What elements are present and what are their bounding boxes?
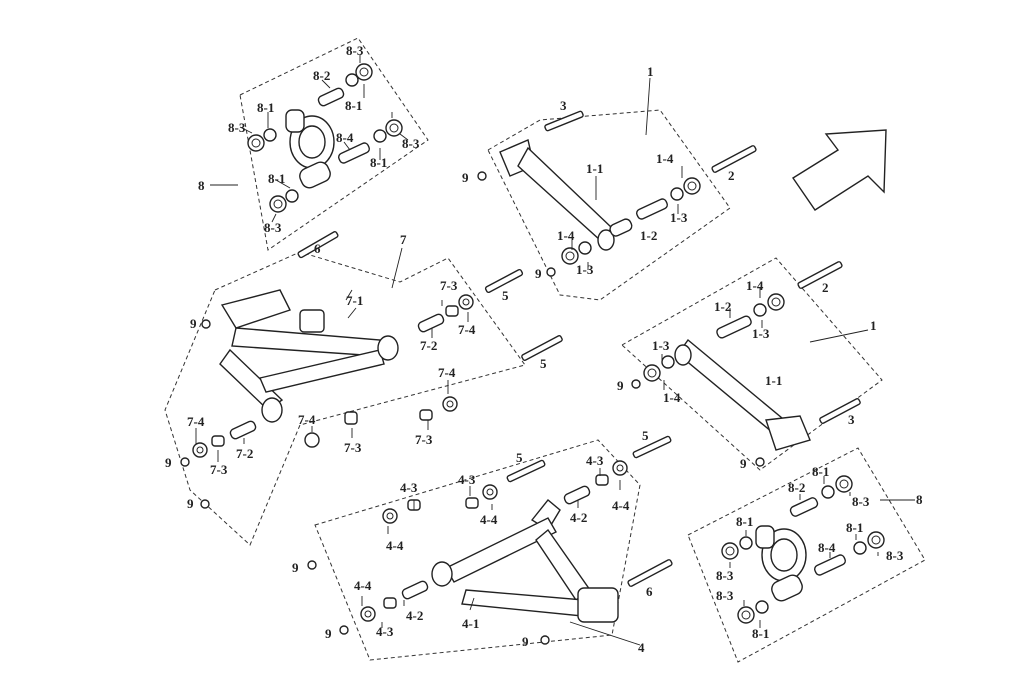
label-7-4-d: 7-4 bbox=[298, 412, 316, 427]
label-2-right: 2 bbox=[822, 280, 829, 295]
label-8-1-h: 8-1 bbox=[752, 626, 769, 641]
label-8-3-a: 8-3 bbox=[346, 43, 364, 58]
label-1-1-top: 1-1 bbox=[586, 161, 603, 176]
label-9-bottom-a: 9 bbox=[292, 560, 299, 575]
label-8-3-e: 8-3 bbox=[852, 494, 870, 509]
label-7-4-a: 7-4 bbox=[458, 322, 476, 337]
label-8-2: 8-2 bbox=[313, 68, 330, 83]
label-8-1-b: 8-1 bbox=[257, 100, 274, 115]
label-5-d: 5 bbox=[516, 450, 523, 465]
label-8-2-b: 8-2 bbox=[788, 480, 805, 495]
group-7 bbox=[164, 231, 563, 546]
label-9-left-b: 9 bbox=[165, 455, 172, 470]
label-8-4-b: 8-4 bbox=[818, 540, 836, 555]
label-8-1-g: 8-1 bbox=[846, 520, 863, 535]
label-7-4-b: 7-4 bbox=[438, 365, 456, 380]
label-7-1: 7-1 bbox=[346, 293, 363, 308]
label-7-3-d: 7-3 bbox=[210, 462, 228, 477]
forward-direction-arrow-icon bbox=[792, 129, 887, 211]
label-2-top: 2 bbox=[728, 168, 735, 183]
label-4-2-a: 4-2 bbox=[570, 510, 587, 525]
label-4-4-c: 4-4 bbox=[386, 538, 404, 553]
label-8-1-e: 8-1 bbox=[812, 464, 829, 479]
label-7-2-b: 7-2 bbox=[236, 446, 253, 461]
label-5-c: 5 bbox=[642, 428, 649, 443]
label-1-4-right-b: 1-4 bbox=[663, 390, 681, 405]
label-1-top: 1 bbox=[647, 64, 654, 79]
group-1-right bbox=[621, 257, 883, 471]
group-8-top bbox=[210, 37, 429, 251]
label-9-left-c: 9 bbox=[187, 496, 194, 511]
label-1-2-top: 1-2 bbox=[640, 228, 657, 243]
label-4-3-c: 4-3 bbox=[400, 480, 418, 495]
label-8-3-g: 8-3 bbox=[716, 568, 734, 583]
label-1-3-right-b: 1-3 bbox=[652, 338, 670, 353]
label-7-3-c: 7-3 bbox=[344, 440, 362, 455]
label-8-3-c: 8-3 bbox=[402, 136, 420, 151]
label-1-3-right-a: 1-3 bbox=[752, 326, 770, 341]
label-1-right: 1 bbox=[870, 318, 877, 333]
label-6-a: 6 bbox=[314, 241, 321, 256]
label-7-4-c: 7-4 bbox=[187, 414, 205, 429]
label-9-top-b: 9 bbox=[535, 266, 542, 281]
group-8-bottom bbox=[687, 447, 926, 663]
label-1-2-right: 1-2 bbox=[714, 299, 731, 314]
label-9-right-a: 9 bbox=[617, 378, 624, 393]
label-3-right: 3 bbox=[848, 412, 855, 427]
label-7-3-a: 7-3 bbox=[440, 278, 458, 293]
label-1-4-top-b: 1-4 bbox=[557, 228, 575, 243]
label-3-top: 3 bbox=[560, 98, 567, 113]
label-4-3-d: 4-3 bbox=[376, 624, 394, 639]
label-9-bottom-b: 9 bbox=[325, 626, 332, 641]
label-9-right-b: 9 bbox=[740, 456, 747, 471]
label-8-3-f: 8-3 bbox=[886, 548, 904, 563]
label-4-4-d: 4-4 bbox=[354, 578, 372, 593]
label-8-3-h: 8-3 bbox=[716, 588, 734, 603]
group-4 bbox=[307, 435, 673, 661]
label-1-3-top-b: 1-3 bbox=[576, 262, 594, 277]
label-4-3-a: 4-3 bbox=[586, 453, 604, 468]
label-8-1-d: 8-1 bbox=[268, 171, 285, 186]
label-4-1: 4-1 bbox=[462, 616, 479, 631]
label-4: 4 bbox=[638, 640, 645, 655]
label-1-1-right: 1-1 bbox=[765, 373, 782, 388]
label-7: 7 bbox=[400, 232, 407, 247]
label-9-left-a: 9 bbox=[190, 316, 197, 331]
label-4-4-a: 4-4 bbox=[612, 498, 630, 513]
label-8-3-b: 8-3 bbox=[228, 120, 246, 135]
group-1-top bbox=[477, 77, 757, 301]
label-1-3-top-a: 1-3 bbox=[670, 210, 688, 225]
label-4-3-b: 4-3 bbox=[458, 472, 476, 487]
label-5-b: 5 bbox=[540, 356, 547, 371]
label-7-3-b: 7-3 bbox=[415, 432, 433, 447]
label-5-a: 5 bbox=[502, 288, 509, 303]
label-8-bottom: 8 bbox=[916, 492, 923, 507]
label-9-bottom-c: 9 bbox=[522, 634, 529, 649]
label-4-2-b: 4-2 bbox=[406, 608, 423, 623]
label-8-3-d: 8-3 bbox=[264, 220, 282, 235]
label-4-4-b: 4-4 bbox=[480, 512, 498, 527]
label-1-4-right-a: 1-4 bbox=[746, 278, 764, 293]
label-8-1-a: 8-1 bbox=[345, 98, 362, 113]
label-8-1-c: 8-1 bbox=[370, 155, 387, 170]
label-6-b: 6 bbox=[646, 584, 653, 599]
label-8-4: 8-4 bbox=[336, 130, 354, 145]
label-7-2-a: 7-2 bbox=[420, 338, 437, 353]
label-8-top: 8 bbox=[198, 178, 205, 193]
label-8-1-f: 8-1 bbox=[736, 514, 753, 529]
label-9-top-a: 9 bbox=[462, 170, 469, 185]
label-1-4-top-a: 1-4 bbox=[656, 151, 674, 166]
